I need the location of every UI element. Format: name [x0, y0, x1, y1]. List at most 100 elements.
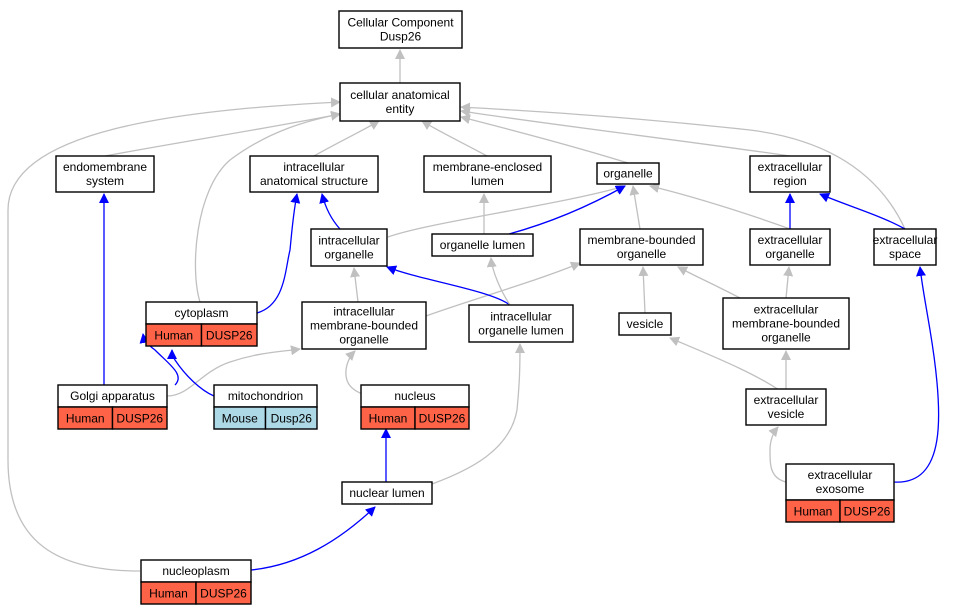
node-org[interactable]: organelle	[596, 162, 660, 185]
edge-golgi-to-cyto	[139, 333, 179, 386]
node-label: membrane-enclosed	[433, 160, 542, 174]
node-box	[55, 155, 155, 193]
edge-imbo-to-mbo	[425, 261, 581, 317]
node-ves[interactable]: vesicle	[618, 312, 672, 336]
node-label: lumen	[471, 174, 504, 188]
human-tag-label: DUSP26	[200, 587, 247, 601]
node-label: anatomical structure	[260, 174, 368, 188]
node-label: endomembrane	[63, 160, 147, 174]
edge-io-to-org	[387, 183, 626, 238]
node-label: extracellular	[754, 303, 819, 317]
edge-ves-to-mbo	[638, 266, 649, 314]
edge-iol-to-ol	[486, 257, 511, 306]
edge-exs-to-exr	[819, 193, 906, 230]
edge-cyto-to-ias	[256, 193, 301, 314]
human-tag-label: DUSP26	[206, 329, 253, 343]
node-label: nuclear lumen	[349, 486, 424, 500]
edge-ol-to-org	[508, 185, 626, 235]
node-label: Golgi apparatus	[70, 389, 155, 403]
node-label: space	[889, 247, 921, 261]
node-box	[579, 228, 704, 266]
node-label: Cellular Component	[347, 16, 454, 30]
node-label: system	[86, 174, 124, 188]
node-label: intracellular	[283, 160, 344, 174]
node-label: extracellular	[758, 233, 823, 247]
edge-embo-to-mbo	[677, 266, 741, 299]
edge-mbo-to-org	[629, 185, 641, 230]
node-ol[interactable]: organelle lumen	[431, 233, 534, 257]
node-box	[749, 228, 831, 266]
human-tag-label: DUSP26	[419, 412, 466, 426]
node-label: organelle	[339, 333, 389, 347]
node-box	[468, 304, 574, 343]
node-label: organelle lumen	[440, 238, 525, 252]
mouse-tag-label: Mouse	[222, 412, 258, 426]
edge-imbo-to-io	[350, 267, 361, 303]
human-tag-label: DUSP26	[116, 412, 163, 426]
species-tag-cell	[414, 406, 470, 430]
node-box	[301, 301, 427, 350]
human-tag-label: DUSP26	[844, 505, 891, 519]
edge-exo-to-org	[649, 183, 791, 230]
edge-embo-to-exo	[783, 266, 794, 299]
node-box	[310, 228, 388, 267]
node-label: organelle	[603, 167, 653, 181]
node-label: membrane-bounded	[587, 233, 695, 247]
node-box	[749, 155, 831, 193]
node-label: organelle	[617, 247, 667, 261]
edge-mel-to-cae	[421, 120, 488, 157]
node-label: vesicle	[627, 317, 664, 331]
node-box	[873, 228, 937, 266]
edge-nuc-to-imbo	[345, 350, 366, 396]
node-box	[423, 155, 552, 193]
node-label: membrane-bounded	[732, 317, 840, 331]
node-label: nucleoplasm	[162, 564, 229, 578]
node-box	[341, 481, 433, 505]
human-tag-label: Human	[66, 412, 105, 426]
node-label: region	[773, 174, 806, 188]
edge-exr-to-cae	[460, 107, 791, 157]
edge-nl-to-iol	[431, 343, 525, 485]
node-label: intracellular	[490, 310, 551, 324]
edge-cyto-to-cae	[194, 110, 341, 303]
node-label: exosome	[816, 482, 865, 496]
node-label: organelle	[765, 247, 815, 261]
human-tag-label: Human	[149, 587, 188, 601]
node-label: mitochondrion	[228, 389, 303, 403]
edges-layer	[7, 49, 940, 572]
node-label: extracellular	[754, 393, 819, 407]
node-label: organelle	[324, 248, 374, 262]
edge-iol-to-io	[386, 265, 511, 306]
node-box	[745, 388, 827, 426]
node-box	[431, 233, 534, 257]
edge-np-to-nl	[250, 506, 376, 571]
node-label: extracellular	[758, 160, 823, 174]
node-label: Dusp26	[380, 30, 422, 44]
edge-ias-to-cae	[313, 120, 380, 157]
species-tag-cell	[264, 406, 318, 430]
node-label: intracellular	[333, 305, 394, 319]
node-nl[interactable]: nuclear lumen	[341, 481, 433, 505]
node-label: cellular anatomical	[350, 88, 449, 102]
